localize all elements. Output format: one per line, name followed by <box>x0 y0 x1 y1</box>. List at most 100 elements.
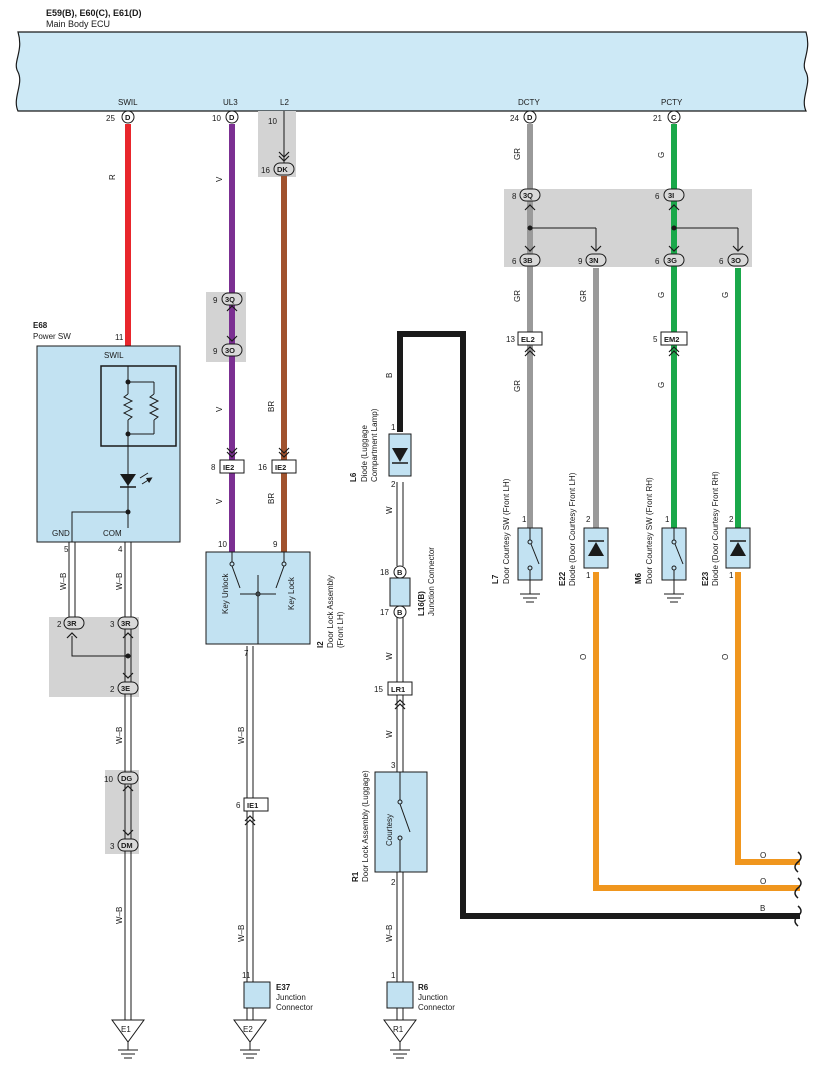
e68-illumination-block <box>100 365 177 447</box>
wire-orange-e23 <box>735 572 800 865</box>
e22-pin1: 1 <box>586 571 591 580</box>
ground-icon-e2 <box>233 1019 267 1043</box>
r6-name: Junction <box>418 993 448 1002</box>
ecu-pin-pcty: 21 C <box>653 110 681 124</box>
svg-text:D: D <box>527 113 533 122</box>
svg-text:6: 6 <box>655 257 660 266</box>
svg-text:DG: DG <box>121 774 132 783</box>
svg-text:DK: DK <box>277 165 288 174</box>
l7-code: L7 <box>491 574 500 584</box>
svg-text:3E: 3E <box>121 684 130 693</box>
svg-text:8: 8 <box>512 192 517 201</box>
e37-code: E37 <box>276 983 291 992</box>
svg-text:3Q: 3Q <box>523 191 533 200</box>
svg-text:6: 6 <box>236 801 241 810</box>
e68-pin-com: 4 <box>118 545 123 554</box>
e68-name: Power SW <box>33 332 71 341</box>
svg-text:6: 6 <box>512 257 517 266</box>
break-mark <box>794 851 802 927</box>
connector-el2: 13 EL2 <box>506 331 543 346</box>
wire-label-w-2: W <box>385 652 394 660</box>
svg-text:13: 13 <box>506 335 515 344</box>
svg-text:IE2: IE2 <box>223 463 234 472</box>
e68-terminal-swil: SWIL <box>104 351 124 360</box>
svg-text:D: D <box>229 113 235 122</box>
wire-orange-e22 <box>593 572 800 891</box>
ecu-terminal-dcty: DCTY <box>518 98 540 107</box>
svg-text:E1: E1 <box>121 1025 131 1034</box>
l7-switch <box>527 528 540 594</box>
e23-pin1: 1 <box>729 571 734 580</box>
ground-icon-l7 <box>520 593 540 603</box>
wire-label-gr-3: GR <box>513 380 522 392</box>
r1-switch <box>397 772 411 872</box>
connector-dk: 16 DK <box>261 162 295 176</box>
splice-dot-green <box>671 225 677 231</box>
connector-chevrons <box>66 151 744 836</box>
svg-text:R1: R1 <box>393 1025 404 1034</box>
connector-dm: 3 DM <box>110 838 139 852</box>
l6-diode-icon <box>392 448 408 462</box>
r6-name2: Connector <box>418 1003 455 1012</box>
e22-code: E22 <box>558 571 567 586</box>
svg-text:3G: 3G <box>667 256 677 265</box>
connector-3o-right: 6 3O <box>719 253 749 267</box>
splice-dot-3r <box>125 653 131 659</box>
svg-text:3O: 3O <box>225 346 235 355</box>
svg-text:8: 8 <box>211 463 216 472</box>
svg-text:D: D <box>125 113 131 122</box>
e68-node-1 <box>125 379 131 385</box>
e23-name: Diode (Door Courtesy Front RH) <box>711 471 720 586</box>
e22-name: Diode (Door Courtesy Front LH) <box>568 472 577 586</box>
e22-pin2: 2 <box>586 515 591 524</box>
i2-name2: (Front LH) <box>336 611 345 648</box>
wire-label-o-4: O <box>760 877 766 886</box>
ecu-name: Main Body ECU <box>46 19 110 29</box>
svg-text:9: 9 <box>213 296 218 305</box>
wire-label-w-3: W <box>385 730 394 738</box>
svg-text:LR1: LR1 <box>391 685 405 694</box>
i2-sw-unlock: Key Unlock <box>221 573 230 614</box>
i2-pin-a: 10 <box>218 540 227 549</box>
svg-text:EM2: EM2 <box>664 335 679 344</box>
led-icon <box>120 474 136 486</box>
wire-label-br-1: BR <box>267 401 276 412</box>
ground-icon-m6 <box>664 593 684 603</box>
i2-pin-c: 7 <box>244 649 249 658</box>
door-lock-assembly-luggage <box>374 771 428 873</box>
ground-r1: R1 <box>383 1019 417 1059</box>
l16-name: Junction Connector <box>427 547 436 616</box>
junction-connector-r6 <box>386 981 414 1009</box>
e68-code: E68 <box>33 321 48 330</box>
connector-ie1: 6 IE1 <box>236 797 269 812</box>
svg-text:10: 10 <box>212 114 221 123</box>
connector-3q-right: 8 3Q <box>512 188 541 202</box>
wire-label-w-1: W <box>385 506 394 514</box>
r1-pin2: 2 <box>391 878 396 887</box>
wire-label-o-1: O <box>579 654 588 660</box>
connector-3b: 6 3B <box>512 253 541 267</box>
svg-text:5: 5 <box>653 335 658 344</box>
svg-text:C: C <box>671 113 677 122</box>
wire-label-br-2: BR <box>267 493 276 504</box>
wire-label-o-3: O <box>760 851 766 860</box>
ecu-terminal-swil: SWIL <box>118 98 138 107</box>
connector-3n: 9 3N <box>578 253 607 267</box>
e68-node-2 <box>125 431 131 437</box>
svg-text:3B: 3B <box>523 256 533 265</box>
e68-terminal-com: COM <box>103 529 122 538</box>
e23-code: E23 <box>701 571 710 586</box>
connector-3r-b: 3 3R <box>110 616 139 630</box>
svg-text:15: 15 <box>374 685 383 694</box>
l6-pin1: 1 <box>391 423 396 432</box>
i2-sw-lock: Key Lock <box>287 576 296 610</box>
ecu-pin-ul3: 10 D <box>212 110 239 124</box>
ground-e1: E1 <box>111 1019 145 1059</box>
wire-label-wb-4: W–B <box>115 907 124 924</box>
m6-switch <box>671 528 684 594</box>
connector-3o-left: 9 3O <box>213 343 243 357</box>
junction-connector-e37 <box>243 981 271 1009</box>
e68-gnd-wire <box>71 511 128 542</box>
wire-label-gr-1: GR <box>513 148 522 160</box>
